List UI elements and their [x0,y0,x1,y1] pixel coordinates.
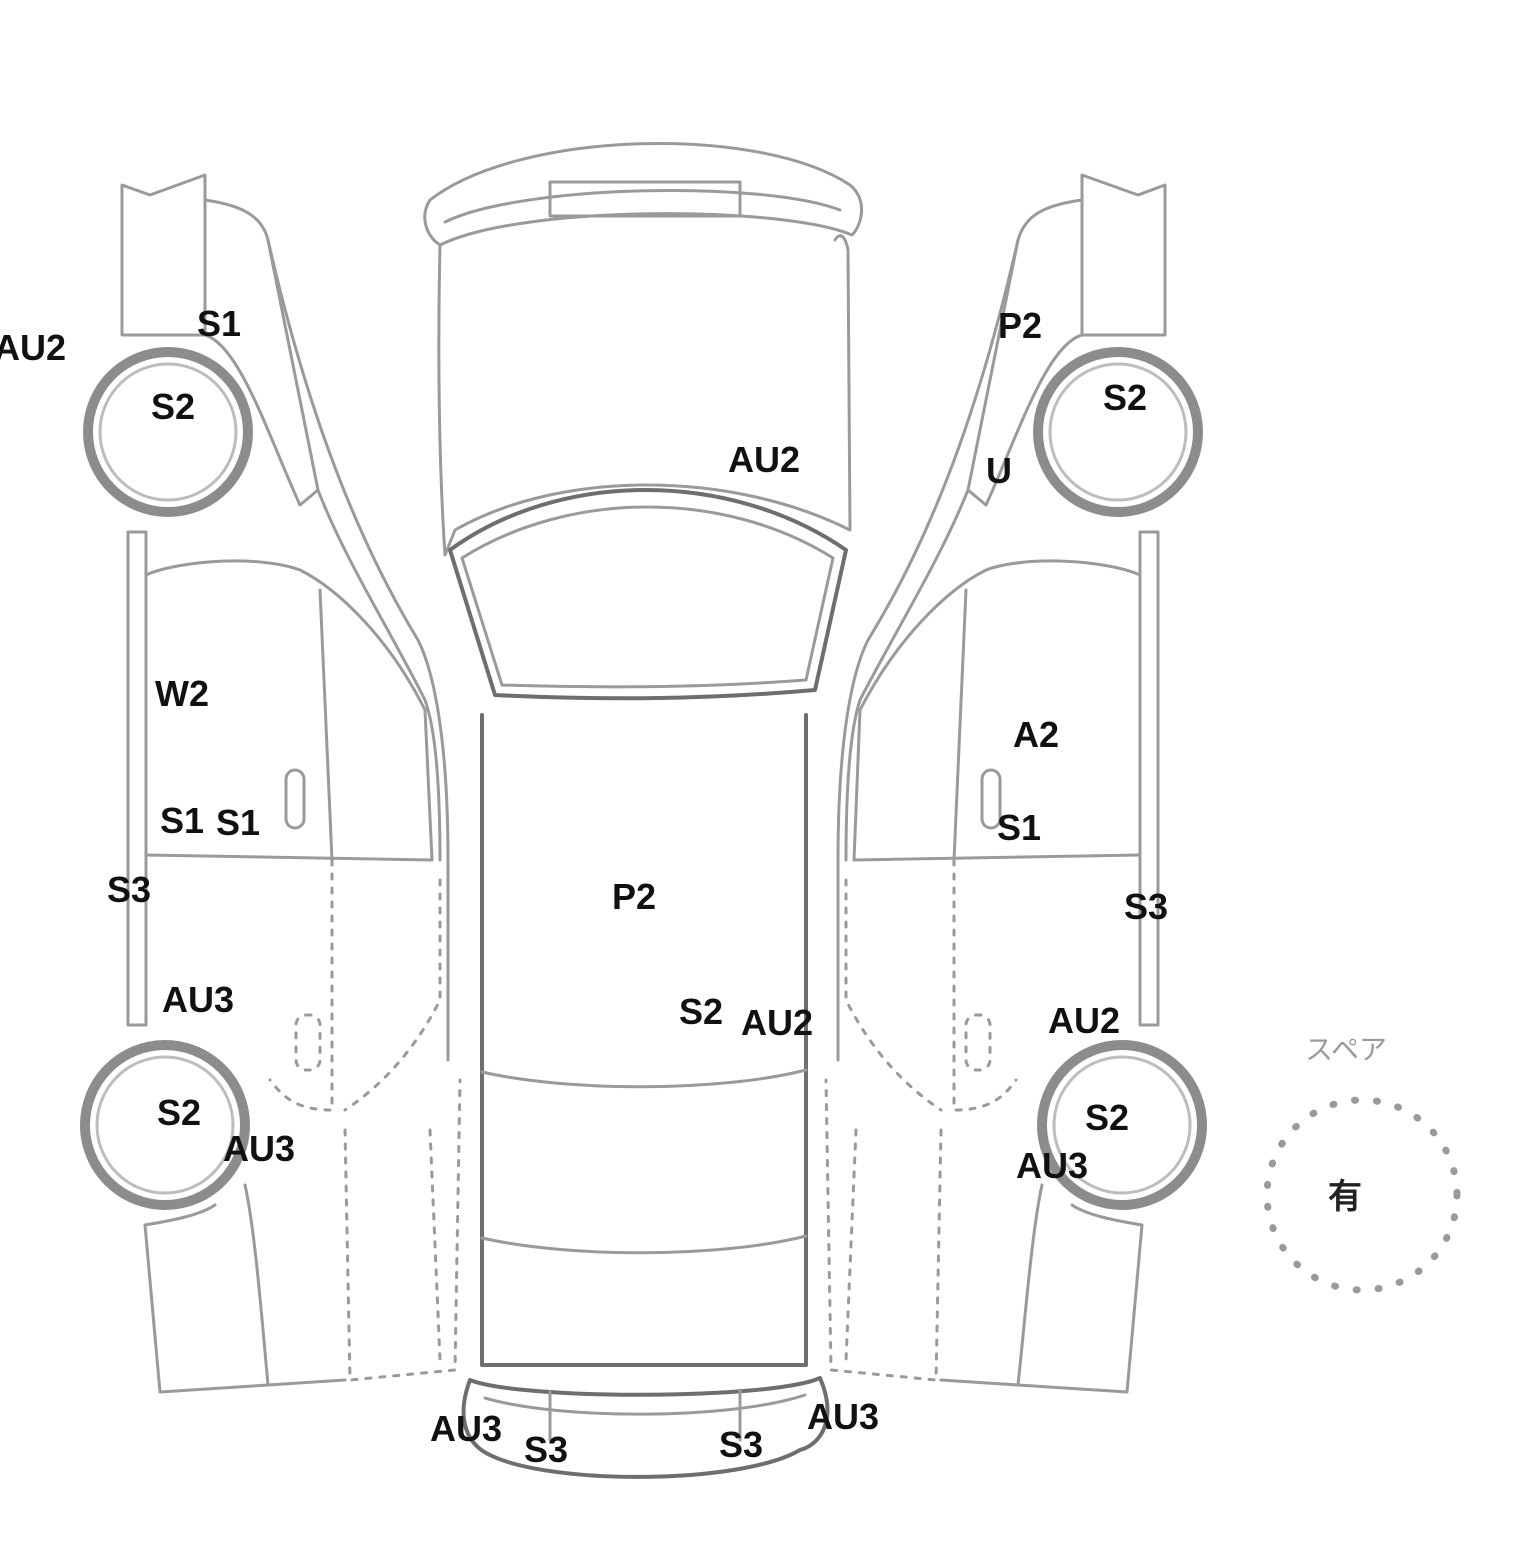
right-front-bumper [1080,173,1167,337]
left-door-handle [284,768,306,830]
mark-left-sill: S3 [107,869,152,910]
front-bumper [423,141,863,247]
mark-left-rear-fender: AU3 [223,1128,296,1169]
mark-right-front-fender: P2 [998,305,1043,346]
left-rear-quarter [143,1183,270,1394]
mark-left-rear-wheel: S2 [157,1092,202,1133]
mark-left-front-wheel: S2 [151,386,196,427]
mark-roof-front: AU2 [728,439,801,480]
mark-right-front-pillar: U [986,450,1012,491]
roof [480,713,808,1367]
mark-right-rear-wheel: S2 [1085,1097,1130,1138]
left-front-fender [203,198,320,507]
right-rear-wheel [1037,1040,1207,1210]
mark-right-sill: S3 [1124,886,1169,927]
mark-rear-bumper-right-b: AU3 [807,1396,880,1437]
mark-right-rear-door: AU2 [1048,1000,1121,1041]
mark-rear-bumper-right-a: S3 [719,1424,764,1465]
right-front-wheel [1033,347,1203,517]
right-a-pillar [836,238,1020,1062]
left-front-wheel [83,347,253,517]
spare-tire [1263,1096,1461,1294]
right-front-fender [966,198,1084,507]
left-front-door [144,559,434,862]
right-side-strip [1138,530,1160,1027]
windshield [448,488,848,701]
mark-rear-bumper-left-a: AU3 [430,1408,503,1449]
mark-right-front-wheel: S2 [1103,377,1148,418]
mark-left-rear-door: AU3 [162,979,235,1020]
hood [437,234,852,557]
mark-left-front-fender: S1 [197,303,242,344]
mark-right-front-door: A2 [1013,714,1060,755]
left-rear-wheel [80,1040,250,1210]
roof-rear-line-2 [480,1234,808,1255]
mark-roof-rear-b: AU2 [741,1002,814,1043]
mark-left-front-door-lower-a: S1 [160,800,205,841]
mark-right-rear-fender: AU3 [1016,1145,1089,1186]
right-door-handle [980,768,1002,830]
mark-left-edge: AU2 [0,327,67,368]
left-side-strip [126,530,148,1027]
roof-rear-line-1 [480,1068,808,1089]
mark-roof-center: P2 [612,876,657,917]
left-rear-door-outline [268,858,334,1112]
rear-bumper [461,1376,830,1479]
mark-rear-bumper-left-b: S3 [524,1429,569,1470]
left-a-pillar [266,238,450,1062]
right-side-view [824,173,1207,1394]
spare-tire-label: スペア [1305,1033,1388,1066]
left-front-bumper [120,173,207,337]
mark-left-front-door-lower-b: S1 [216,802,261,843]
right-front-door [852,559,1142,862]
left-a-pillar-inner [316,488,442,862]
right-rear-quarter [1016,1183,1144,1394]
left-side-view [80,173,462,1394]
mark-left-front-door: W2 [155,673,209,714]
spare-tire-value: 有 [1328,1177,1362,1217]
top-view [423,141,863,1479]
mark-roof-rear-a: S2 [679,991,724,1032]
mark-right-front-door-lower: S1 [997,807,1042,848]
